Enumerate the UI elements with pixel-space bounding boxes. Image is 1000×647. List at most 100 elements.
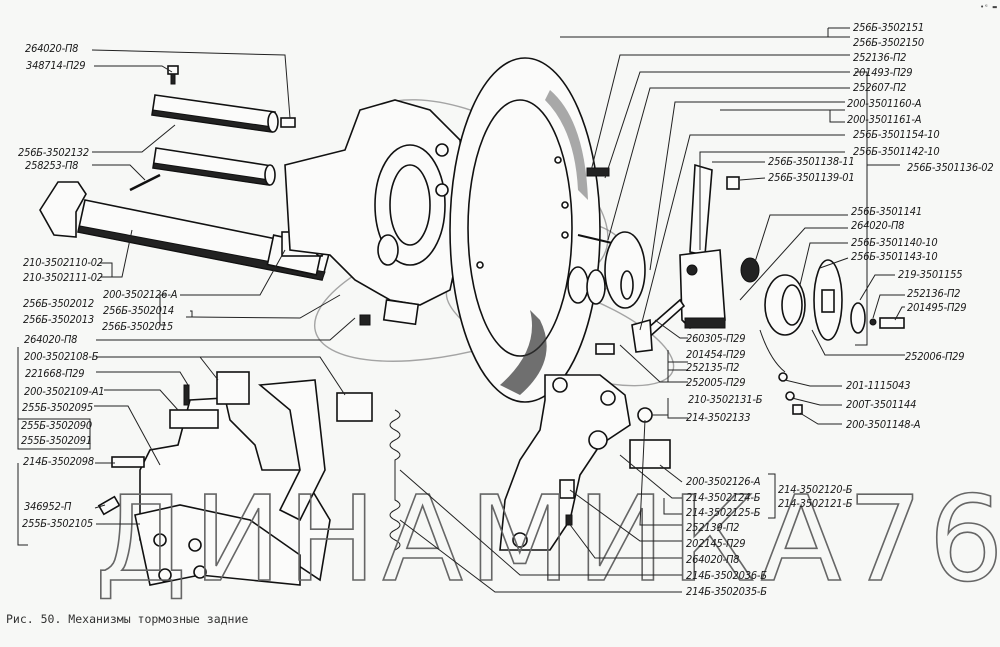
label-256b-3502015: 256Б-3502015 [102, 320, 173, 333]
adjuster-bolt [595, 343, 615, 355]
gear-cover [813, 259, 843, 341]
label-256b-3502012: 256Б-3502012 [23, 297, 94, 310]
label-200-3502108-b: 200-3502108-Б [24, 350, 99, 363]
label-258253-p8: 258253-П8 [25, 159, 78, 172]
label-252607-p2: 252607-П2 [853, 81, 906, 94]
shoe-rivet [97, 495, 121, 516]
label-214-3502124-b: 214-3502124-Б [686, 491, 761, 504]
label-264020-p8-b: 264020-П8 [24, 333, 77, 346]
label-264020-p8-d: 264020-П8 [686, 553, 739, 566]
labels-bottom-right: 200-3502126-А 214-3502124-Б 214-3502125-… [686, 475, 853, 598]
label-200-3502126-a-right: 200-3502126-А [686, 475, 761, 488]
label-214b-3502098: 214Б-3502098 [23, 455, 94, 468]
label-256b-3501142-10: 256Б-3501142-10 [853, 145, 939, 158]
small-bolt [167, 65, 179, 85]
detent-parts [778, 372, 803, 415]
bracket-washer [637, 407, 653, 423]
label-200-3502126-a-left: 200-3502126-А [103, 288, 178, 301]
label-200t-3501144: 200Т-3501144 [846, 398, 916, 411]
label-260305-p29: 260305-П29 [686, 332, 745, 345]
plate-rod [577, 234, 613, 244]
label-256b-3501140-10: 256Б-3501140-10 [851, 236, 937, 249]
cover-screw [879, 317, 905, 329]
lock-pin [129, 173, 161, 192]
worm-gear [764, 274, 806, 336]
watermark-text: ДИНАМИКА76 [95, 470, 1000, 608]
camshaft-bracket [284, 99, 466, 326]
label-348714-p29: 348714-П29 [26, 59, 85, 72]
label-252005-p29: 252005-П29 [686, 376, 745, 389]
bracket-fitting-2 [565, 514, 573, 526]
labels-center-left: 200-3502126-А 256Б-3502014 256Б-3502015 [102, 288, 178, 333]
label-256b-3501141: 256Б-3501141 [851, 205, 922, 218]
label-255b-3502105: 255Б-3502105 [22, 517, 93, 530]
label-201454-p29: 201454-П29 [686, 348, 745, 361]
labels-right-top: 256Б-3502151 256Б-3502150 252136-П2 2014… [768, 21, 994, 431]
return-spring [389, 409, 401, 551]
label-255b-3502091: 255Б-3502091 [21, 434, 92, 447]
leader-lines [17, 27, 905, 593]
label-200-3502109-a1: 200-3502109-А1 [24, 385, 104, 398]
adjuster-plug [726, 176, 740, 190]
label-214b-3502035-b: 214Б-3502035-Б [686, 585, 767, 598]
shoe-axle-pin [111, 456, 145, 468]
label-210-3502131-b: 210-3502131-Б [688, 393, 763, 406]
shoe-pin-lower [152, 147, 276, 186]
label-214b-3502036-b: 214Б-3502036-Б [686, 569, 767, 582]
label-bracket-box [17, 418, 91, 450]
shoe-pin-upper [151, 94, 279, 133]
cover-plate [604, 231, 646, 309]
label-252139-p2: 252139-П2 [686, 521, 739, 534]
label-214-3502121-b: 214-3502121-Б [778, 497, 853, 510]
label-256b-3501138-11: 256Б-3501138-11 [768, 155, 854, 168]
label-201495-p29: 201495-П29 [907, 301, 966, 314]
labels-left: 264020-П8 348714-П29 256Б-3502132 258253… [18, 42, 105, 530]
label-219-3501155: 219-3501155 [898, 268, 962, 281]
label-252136-p2-b: 252136-П2 [907, 287, 960, 300]
label-256b-3501139-01: 256Б-3501139-01 [768, 171, 854, 184]
label-252136-p2-a: 252136-П2 [853, 51, 906, 64]
label-200-3501160-a: 200-3501160-А [847, 97, 922, 110]
backing-plate [449, 57, 601, 403]
support-bracket [499, 374, 631, 551]
label-200-3501148-a: 200-3501148-А [846, 418, 921, 431]
label-264020-p8-c: 264020-П8 [851, 219, 904, 232]
label-256b-3502150: 256Б-3502150 [853, 36, 924, 49]
label-214-3502120-b: 214-3502120-Б [778, 483, 853, 496]
worm-screw [631, 298, 686, 353]
labels-center-right: 260305-П29 201454-П29 252135-П2 252005-П… [686, 332, 763, 424]
label-255b-3502095: 255Б-3502095 [22, 401, 93, 414]
label-256b-3502151: 256Б-3502151 [853, 21, 924, 34]
label-201-1115043: 201-1115043 [846, 379, 910, 392]
label-256b-3501154-10: 256Б-3501154-10 [853, 128, 939, 141]
bracket-bushing [629, 439, 671, 469]
label-200-3501161-a: 200-3501161-А [847, 113, 922, 126]
label-252006-p29: 252006-П29 [905, 350, 964, 363]
label-210-3502111-02: 210-3502111-02 [23, 271, 103, 284]
label-202145-p29: 202145-П29 [686, 537, 745, 550]
cover-washer [850, 302, 866, 334]
shoe-screw [183, 384, 190, 406]
label-256b-3502132: 256Б-3502132 [18, 146, 89, 159]
cover-nut [869, 318, 877, 326]
label-210-3502110-02: 210-3502110-02 [23, 256, 103, 269]
plate-bolt [586, 167, 610, 177]
label-214-3502125-b: 214-3502125-Б [686, 506, 761, 519]
label-214-3502133: 214-3502133 [686, 411, 750, 424]
shoe-plate [169, 409, 219, 429]
shoe-roller-2 [336, 392, 373, 422]
label-256b-3502014: 256Б-3502014 [103, 304, 174, 317]
label-256b-3501143-10: 256Б-3501143-10 [851, 250, 937, 263]
label-346952-p: 346952-П [24, 500, 72, 513]
grease-fitting [280, 117, 296, 128]
worm-gear-spring [740, 257, 760, 283]
bracket-fitting [359, 314, 371, 326]
label-264020-p8-a: 264020-П8 [25, 42, 78, 55]
bracket-bolt [559, 479, 575, 499]
seal-ring-1 [567, 266, 589, 304]
slack-adjuster-lever [679, 163, 726, 329]
label-201493-p29: 201493-П29 [853, 66, 912, 79]
shoe-roller-1 [216, 371, 250, 405]
